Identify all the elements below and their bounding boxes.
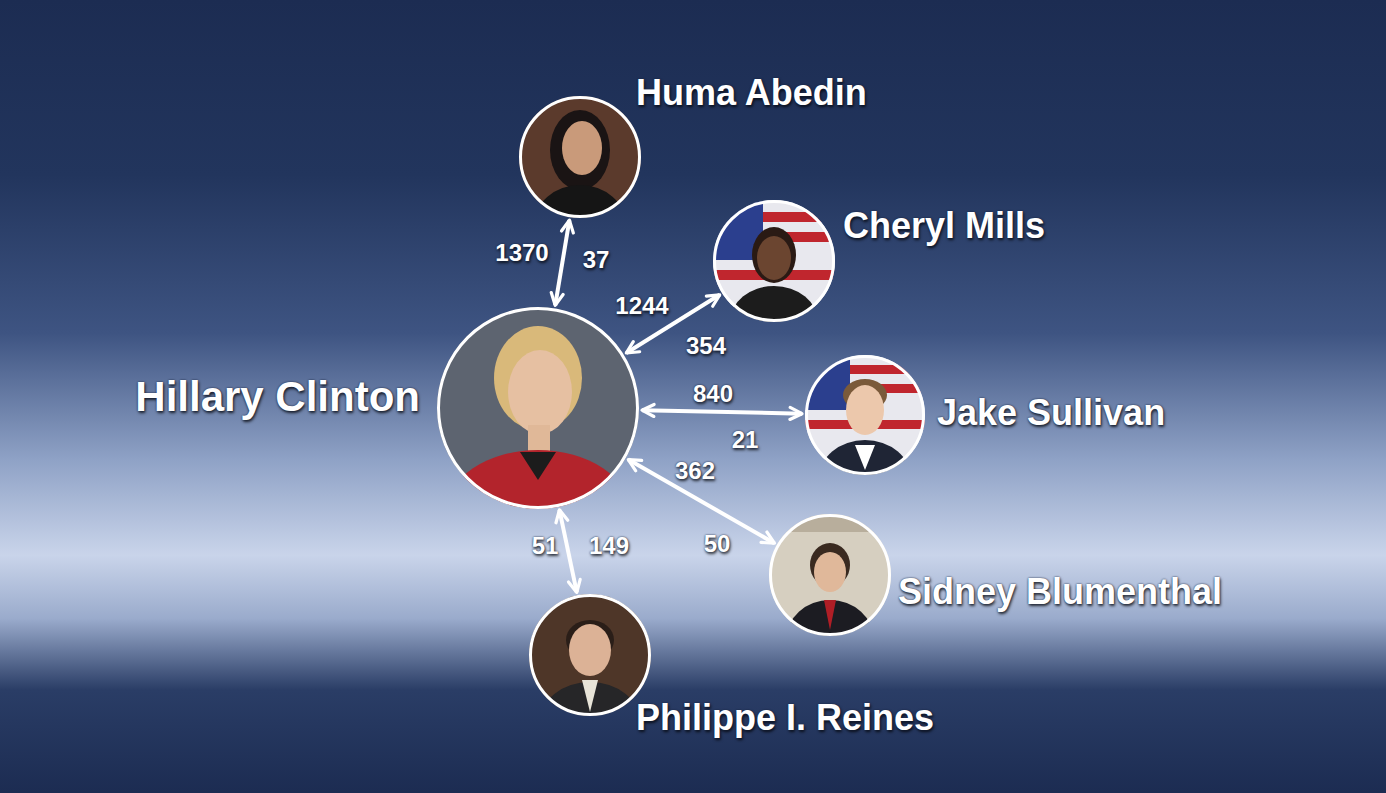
count-label: 21 <box>732 426 759 454</box>
person-name: Sidney Blumenthal <box>898 571 1222 612</box>
count-label: 149 <box>589 532 629 560</box>
count-label: 37 <box>583 246 610 274</box>
person-name: Jake Sullivan <box>937 392 1165 433</box>
person-name: Huma Abedin <box>636 72 867 113</box>
circle-outline <box>713 200 835 322</box>
circle-outline <box>437 307 639 509</box>
person-node: Jake Sullivan <box>805 355 925 475</box>
count-label: 354 <box>686 332 726 360</box>
portrait-placeholder <box>529 594 651 762</box>
person-node: Hillary Clinton <box>437 307 639 509</box>
circle-outline <box>529 594 651 716</box>
circle-outline <box>519 96 641 218</box>
person-name: Cheryl Mills <box>843 205 1045 246</box>
circle-outline <box>769 514 891 636</box>
person-name: Philippe I. Reines <box>636 697 934 738</box>
count-label: 1370 <box>495 239 548 267</box>
portrait-placeholder <box>437 307 639 574</box>
count-label: 1244 <box>615 292 668 320</box>
count-label: 840 <box>693 380 733 408</box>
count-label: 51 <box>532 532 559 560</box>
count-label: 50 <box>704 530 731 558</box>
portrait-placeholder <box>769 514 891 680</box>
connector-arrow <box>559 510 576 593</box>
connector-arrow <box>555 220 569 305</box>
connector-arrow <box>642 410 802 414</box>
count-label: 362 <box>675 457 715 485</box>
portrait-placeholder <box>805 355 925 516</box>
portrait-placeholder <box>713 200 835 358</box>
circle-outline <box>805 355 925 475</box>
person-node: Sidney Blumenthal <box>769 514 891 636</box>
person-name: Hillary Clinton <box>135 373 420 421</box>
person-node: Philippe I. Reines <box>529 594 651 716</box>
person-node: Huma Abedin <box>519 96 641 218</box>
person-node: Cheryl Mills <box>713 200 835 322</box>
